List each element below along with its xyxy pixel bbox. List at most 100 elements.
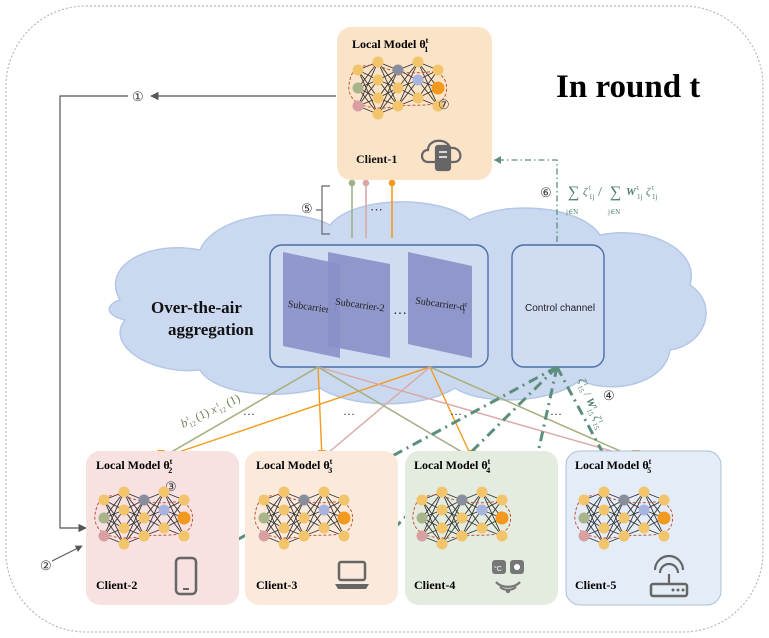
smartphone-icon	[174, 556, 198, 596]
nn-edge	[583, 491, 605, 537]
svg-text:12: 12	[188, 419, 198, 429]
svg-text:15: 15	[591, 422, 601, 432]
router-icon	[649, 554, 689, 598]
nn-hull	[94, 494, 194, 539]
nn-node	[638, 504, 650, 516]
svg-text:(1): (1)	[193, 405, 212, 424]
nn-node	[432, 64, 444, 76]
svg-text:t: t	[185, 414, 190, 422]
nn-node	[98, 494, 110, 506]
nn-node	[298, 494, 310, 506]
nn-node	[436, 522, 448, 534]
nn-node	[456, 530, 468, 542]
nn-node	[278, 538, 290, 550]
client-3-name: Client-3	[256, 578, 297, 592]
nn-node	[638, 486, 650, 498]
nn-node	[598, 522, 610, 534]
nn-node	[658, 494, 670, 506]
sensor-icon: °C	[492, 560, 524, 594]
subcarrier-2: Subcarrier-2	[328, 252, 390, 358]
nn-node	[337, 511, 351, 525]
svg-text:1j: 1j	[589, 193, 595, 201]
step-5-marker: ⑤	[301, 201, 313, 216]
nn-edge	[583, 499, 605, 545]
client-5-neural-network	[574, 486, 674, 550]
nn-edge	[123, 499, 145, 545]
nn-node	[318, 504, 330, 516]
feedback-6-line	[494, 159, 558, 242]
nn-node	[598, 486, 610, 498]
svg-text:ζ: ζ	[583, 186, 589, 198]
nn-edge	[397, 61, 419, 107]
svg-text:j∈N: j∈N	[607, 208, 620, 216]
nn-node	[158, 522, 170, 534]
nn-node	[618, 512, 630, 524]
step-2-pointer	[51, 545, 83, 562]
nn-edge	[123, 499, 145, 529]
step-3-marker: ③	[165, 479, 177, 494]
nn-edge	[377, 69, 399, 99]
nn-node	[352, 64, 364, 76]
nn-node	[496, 530, 508, 542]
nn-hull	[574, 494, 674, 539]
svg-text:12: 12	[218, 405, 228, 415]
nn-node	[392, 100, 404, 112]
nn-node	[258, 530, 270, 542]
svg-text:t: t	[597, 419, 605, 424]
ota-label-line2: aggregation	[168, 320, 254, 339]
svg-text:t: t	[215, 400, 220, 408]
svg-text:ζ: ζ	[646, 186, 652, 198]
nn-node	[178, 530, 190, 542]
nn-edge	[143, 491, 165, 537]
step-1-marker: ①	[132, 89, 144, 104]
nn-edge	[283, 499, 305, 529]
nn-edge	[303, 491, 325, 537]
nn-node	[318, 522, 330, 534]
nn-node	[258, 512, 270, 524]
formula-right: ζ t 15 / W t 15 ζ t 15	[575, 377, 605, 432]
nn-node	[392, 64, 404, 76]
nn-node	[278, 522, 290, 534]
laptop-icon	[335, 560, 369, 589]
nn-node	[338, 494, 350, 506]
svg-text:t: t	[652, 184, 654, 192]
nn-edge	[623, 491, 645, 537]
nn-edge	[283, 499, 305, 545]
svg-text:∑: ∑	[568, 184, 579, 201]
client-2-neural-network	[94, 486, 194, 550]
nn-node	[476, 486, 488, 498]
nn-node	[412, 74, 424, 86]
nn-node	[436, 538, 448, 550]
svg-text:W: W	[626, 186, 637, 198]
formula-6: ∑ j∈N ζ t 1j / ∑ j∈N W t 1j ζ t 1j	[565, 184, 658, 216]
nn-node	[258, 494, 270, 506]
nn-edge	[417, 69, 439, 99]
nn-edge	[481, 499, 503, 529]
nn-node	[495, 511, 509, 525]
nn-node	[416, 494, 428, 506]
nn-edge	[263, 491, 285, 537]
nn-node	[412, 56, 424, 68]
nn-edge	[103, 491, 125, 537]
client-2-name: Client-2	[96, 578, 137, 592]
nn-node	[618, 530, 630, 542]
client-1-name: Client-1	[356, 152, 397, 166]
bracket-5	[316, 185, 330, 235]
nn-edge	[323, 499, 345, 529]
nn-edge	[441, 499, 463, 545]
nn-hull	[348, 64, 448, 109]
nn-node	[432, 100, 444, 112]
svg-text:1j: 1j	[652, 193, 658, 201]
nn-edge	[163, 499, 185, 529]
nn-node	[436, 504, 448, 516]
cloud-server-icon	[420, 139, 462, 172]
svg-text:t: t	[637, 184, 639, 192]
nn-node	[158, 504, 170, 516]
uplink-dot-green	[348, 179, 356, 187]
uplink-ellipsis: ···	[370, 202, 383, 217]
